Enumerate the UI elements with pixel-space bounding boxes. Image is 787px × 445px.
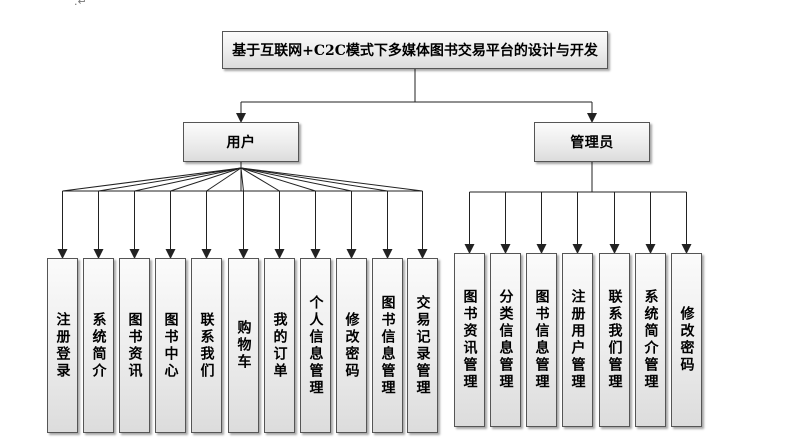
leaf-user-profile-manage: 个人信息管理 [300, 258, 331, 433]
leaf-label: 图书资讯 [126, 311, 143, 380]
user-fan-line [170, 167, 242, 192]
leaf-label: 图书信息管理 [533, 289, 550, 391]
branch-admin: 管理员 [534, 122, 650, 162]
leaf-user-system-intro: 系统简介 [83, 258, 114, 433]
leaf-admin-book-news-manage: 图书资讯管理 [454, 253, 485, 427]
leaf-user-change-password: 修改密码 [336, 258, 367, 433]
branch-admin-label: 管理员 [570, 135, 614, 151]
branch-user-label: 用户 [226, 135, 256, 151]
leaf-admin-book-info-manage: 图书信息管理 [526, 253, 557, 427]
leaf-label: 联系我们 [198, 311, 215, 380]
branch-user: 用户 [183, 122, 299, 162]
user-fan-line [240, 167, 316, 192]
user-fan-line [134, 167, 242, 192]
leaf-label: 修改密码 [678, 306, 695, 374]
leaf-label: 修改密码 [343, 311, 360, 380]
user-fan-line [240, 167, 352, 192]
leaf-label: 我的订单 [271, 311, 288, 380]
leaf-admin-system-intro-manage: 系统简介管理 [635, 253, 666, 427]
leaf-admin-contact-manage: 联系我们管理 [599, 253, 630, 427]
leaf-label: 系统简介 [90, 311, 107, 380]
user-fan-line [240, 167, 280, 192]
leaf-label: 图书信息管理 [379, 294, 396, 397]
leaf-admin-change-password: 修改密码 [671, 253, 702, 427]
leaf-user-my-orders: 我的订单 [264, 258, 295, 433]
leaf-label: 注册用户管理 [569, 289, 586, 391]
leaf-user-book-info-manage: 图书信息管理 [372, 258, 403, 433]
leaf-label: 注册登录 [54, 311, 71, 380]
user-fan-line [98, 167, 242, 192]
leaf-label: 购物车 [235, 320, 252, 371]
leaf-label: 图书中心 [162, 311, 179, 380]
leaf-user-book-news: 图书资讯 [119, 258, 150, 433]
root-node: 基于互联网+C2C模式下多媒体图书交易平台的设计与开发 [222, 31, 608, 69]
leaf-label: 图书资讯管理 [461, 289, 478, 391]
leaf-label: 分类信息管理 [497, 289, 514, 391]
user-fan-line [240, 167, 244, 192]
leaf-label: 个人信息管理 [307, 294, 324, 397]
user-fan-line [240, 167, 423, 192]
root-label: 基于互联网+C2C模式下多媒体图书交易平台的设计与开发 [232, 43, 598, 59]
leaf-user-book-center: 图书中心 [155, 258, 186, 433]
leaf-user-contact-us: 联系我们 [191, 258, 222, 433]
user-fan-line [206, 167, 242, 192]
user-fan-line [240, 167, 388, 192]
leaf-label: 联系我们管理 [606, 289, 623, 391]
leaf-admin-user-manage: 注册用户管理 [562, 253, 593, 427]
leaf-user-trade-record-manage: 交易记录管理 [407, 258, 438, 433]
leaf-user-shopping-cart: 购物车 [228, 258, 259, 433]
paragraph-mark: .↵ [74, 0, 87, 8]
leaf-label: 交易记录管理 [414, 294, 431, 397]
user-fan-line [62, 167, 242, 192]
leaf-user-register-login: 注册登录 [47, 258, 78, 433]
leaf-admin-category-manage: 分类信息管理 [490, 253, 521, 427]
leaf-label: 系统简介管理 [642, 289, 659, 391]
